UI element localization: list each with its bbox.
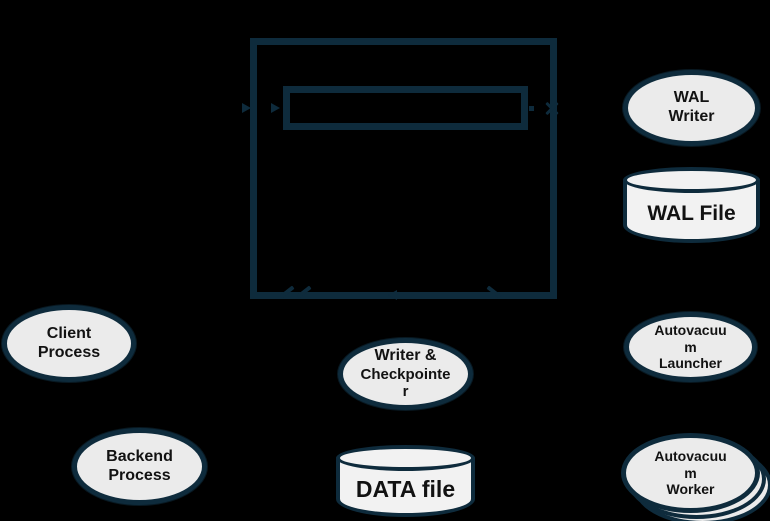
cylinder-label: WAL File <box>647 201 736 225</box>
cylinder-top-icon <box>623 167 760 193</box>
label-line: m <box>684 338 697 355</box>
shared-memory-box <box>250 38 557 299</box>
cylinder-body: DATA file <box>336 458 475 517</box>
data-file-cylinder: DATA file <box>336 445 475 517</box>
arrow-cross-right-border-icon <box>544 100 560 116</box>
cylinder-body: WAL File <box>623 180 760 243</box>
arrowhead-into-box-left-icon <box>242 103 251 113</box>
label-line: Autovacuu <box>654 322 727 339</box>
label-line: Autovacuu <box>654 448 727 465</box>
autovacuum-launcher-node: Autovacuu m Launcher <box>624 312 757 382</box>
label-line: Backend <box>106 447 173 465</box>
label-line: Process <box>37 343 101 361</box>
label-line: Worker <box>666 481 715 498</box>
label-line: Checkpointe <box>360 365 451 383</box>
autovacuum-worker-stack: Autovacuu m Worker <box>621 433 770 521</box>
autovacuum-worker-node: Autovacuu m Worker <box>621 433 760 513</box>
cylinder-label: DATA file <box>355 476 456 502</box>
backend-process-node: Backend Process <box>72 428 207 505</box>
label-line: m <box>684 464 697 481</box>
arrowhead-into-inner-box-icon <box>271 103 280 113</box>
buffers-inner-box <box>283 86 528 130</box>
connector-dot-inner-right-icon <box>529 106 534 111</box>
writer-checkpointer-node: Writer & Checkpointe r <box>338 338 473 410</box>
wal-file-cylinder: WAL File <box>623 167 760 243</box>
label-line: r <box>402 383 409 401</box>
label-line: Writer & <box>374 346 437 364</box>
cylinder-top-icon <box>336 445 475 471</box>
wal-writer-node: WAL Writer <box>623 70 760 146</box>
label-line: Process <box>108 466 171 484</box>
label-line: WAL <box>673 89 710 107</box>
arrowhead-bottom-center-icon <box>388 290 397 300</box>
label-line: Writer <box>668 108 715 125</box>
label-line: Client <box>46 324 92 342</box>
client-process-node: Client Process <box>2 305 136 382</box>
label-line: Launcher <box>658 355 722 372</box>
